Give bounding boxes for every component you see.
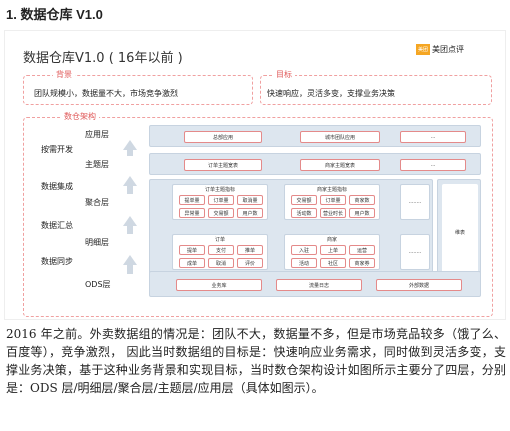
- background-label: 背景: [53, 69, 75, 80]
- detail-merchant-item: 上单: [320, 245, 346, 255]
- description-paragraph: 2016 年之前。外卖数据组的情况是：团队不大，数据量不多，但是市场竞品较多（饿…: [6, 327, 506, 395]
- figure-title: 数据仓库V1.0 ( 16年以前 ): [23, 51, 183, 66]
- detail-merchant-item: 运营: [349, 245, 375, 255]
- up-arrow-icon: [123, 255, 137, 265]
- label-aggregate-layer: 聚合层: [85, 198, 109, 207]
- section-heading: 1. 数据仓库 V1.0: [6, 7, 103, 22]
- detail-merchant-item: 社区: [320, 258, 346, 268]
- agg-detail-band: 订单主题指标 提单量 订单量 取消量 异常量 交易额 用户数 商家主题指标 交易…: [149, 179, 433, 283]
- topic-order-box: 订单主题宽表: [184, 159, 262, 171]
- agg-merchant-item: 交易额: [291, 195, 317, 205]
- background-group: 团队规模小，数据量不大，市场竞争激烈: [23, 75, 253, 105]
- detail-order-title: 订单: [214, 237, 225, 243]
- up-arrow-icon: [127, 226, 133, 234]
- app-more-box: ...: [400, 131, 466, 143]
- up-arrow-icon: [123, 176, 137, 186]
- architecture-label: 数仓架构: [61, 111, 99, 122]
- dimension-band: 维表: [437, 179, 481, 283]
- up-arrow-icon: [127, 265, 133, 274]
- agg-merchant-item: 订单量: [320, 195, 346, 205]
- detail-order-item: 取消: [208, 258, 234, 268]
- detail-order-item: 支付: [208, 245, 234, 255]
- architecture-figure: 数据仓库V1.0 ( 16年以前 ) 美团 美团点评 团队规模小，数据量不大，市…: [4, 30, 506, 320]
- detail-merchant-item: 商家券: [349, 258, 375, 268]
- background-text: 团队规模小，数据量不大，市场竞争激烈: [34, 89, 178, 98]
- up-arrow-icon: [123, 216, 137, 226]
- brand-logo-mark: 美团: [416, 43, 430, 55]
- agg-order-title: 订单主题指标: [204, 187, 235, 193]
- goal-text: 快速响应，灵活多变，支撑业务决策: [267, 89, 395, 98]
- agg-merchant-item: 用户数: [349, 208, 375, 218]
- brand-logo: 美团 美团点评: [416, 43, 464, 55]
- label-detail-layer: 明细层: [85, 238, 109, 247]
- label-on-demand: 按需开发: [41, 145, 73, 154]
- up-arrow-icon: [127, 186, 133, 194]
- agg-order-item: 取消量: [237, 195, 263, 205]
- ods-business-db-box: 业务库: [176, 279, 262, 291]
- agg-merchant-item: 商家数: [349, 195, 375, 205]
- agg-order-item: 用户数: [237, 208, 263, 218]
- goal-group: 快速响应，灵活多变，支撑业务决策: [260, 75, 492, 105]
- label-topic-layer: 主题层: [85, 160, 109, 169]
- detail-merchant-panel: 商家 入驻 上单 运营 活动 社区 商家券: [284, 234, 380, 270]
- ods-layer-band: 业务库 流量日志 外部数据: [149, 271, 481, 297]
- agg-merchant-panel: 商家主题指标 交易额 订单量 商家数 活动数 营业时长 用户数: [284, 184, 380, 220]
- up-arrow-icon: [127, 150, 133, 156]
- up-arrow-icon: [123, 140, 137, 150]
- agg-more-box: ........: [400, 184, 430, 220]
- ods-external-data-box: 外部数据: [376, 279, 462, 291]
- agg-order-item: 交易额: [208, 208, 234, 218]
- topic-more-box: ...: [400, 159, 466, 171]
- detail-merchant-title: 商家: [326, 237, 337, 243]
- ods-traffic-log-box: 流量日志: [276, 279, 362, 291]
- agg-merchant-title: 商家主题指标: [316, 187, 347, 193]
- label-data-sync: 数据同步: [41, 257, 73, 266]
- detail-order-panel: 订单 提单 支付 推单 成单 取消 评价: [172, 234, 268, 270]
- label-ods-layer: ODS层: [85, 280, 111, 289]
- label-data-summary: 数据汇总: [41, 221, 73, 230]
- dimension-box: 维表: [442, 184, 478, 280]
- detail-more-box: ........: [400, 234, 430, 270]
- topic-merchant-box: 商家主题宽表: [300, 159, 380, 171]
- app-hq-box: 总部应用: [184, 131, 262, 143]
- agg-order-panel: 订单主题指标 提单量 订单量 取消量 异常量 交易额 用户数: [172, 184, 268, 220]
- detail-merchant-item: 活动: [291, 258, 317, 268]
- goal-label: 目标: [273, 69, 295, 80]
- agg-order-item: 提单量: [179, 195, 205, 205]
- app-city-box: 城市团队应用: [300, 131, 380, 143]
- label-data-integration: 数据集成: [41, 182, 73, 191]
- agg-merchant-item: 活动数: [291, 208, 317, 218]
- detail-merchant-item: 入驻: [291, 245, 317, 255]
- detail-order-item: 提单: [179, 245, 205, 255]
- detail-order-item: 评价: [237, 258, 263, 268]
- label-app-layer: 应用层: [85, 130, 109, 139]
- brand-logo-text: 美团点评: [432, 44, 464, 54]
- agg-merchant-item: 营业时长: [320, 208, 346, 218]
- agg-order-item: 异常量: [179, 208, 205, 218]
- agg-order-item: 订单量: [208, 195, 234, 205]
- detail-order-item: 推单: [237, 245, 263, 255]
- detail-order-item: 成单: [179, 258, 205, 268]
- topic-layer-band: 订单主题宽表 商家主题宽表 ...: [149, 153, 481, 175]
- app-layer-band: 总部应用 城市团队应用 ...: [149, 125, 481, 147]
